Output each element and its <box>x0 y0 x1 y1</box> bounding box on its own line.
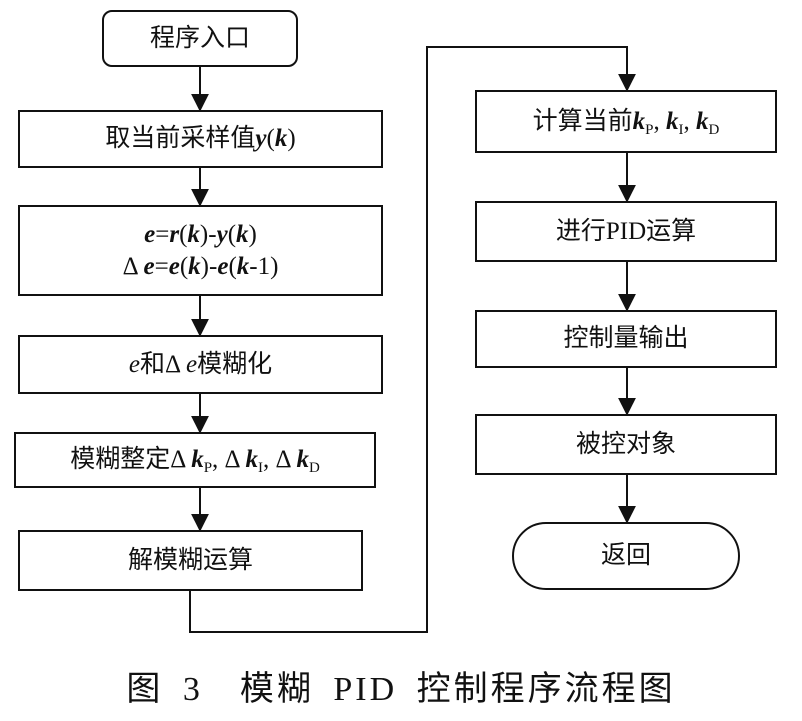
tuning-label: 模糊整定Δ kP, Δ kI, Δ kD <box>70 446 320 477</box>
error-formula-2: Δ e=e(k)-e(k-1) <box>122 252 279 280</box>
compute-label: 计算当前kP, kI, kD <box>532 107 720 138</box>
pid-label: 进行PID运算 <box>555 217 697 245</box>
figure-caption: 图 3 模糊 PID 控制程序流程图 <box>126 670 676 708</box>
fuzzify-label: e和Δ e模糊化 <box>128 350 273 378</box>
sample-node: 取当前采样值y(k) <box>18 110 383 168</box>
pid-node: 进行PID运算 <box>475 201 777 262</box>
defuzzify-node: 解模糊运算 <box>18 530 363 591</box>
return-label: 返回 <box>600 542 651 570</box>
tuning-node: 模糊整定Δ kP, Δ kI, Δ kD <box>14 432 376 488</box>
error-formula-1: e=r(k)-y(k) <box>144 221 257 249</box>
compute-node: 计算当前kP, kI, kD <box>475 90 777 153</box>
start-node: 程序入口 <box>102 10 298 67</box>
output-label: 控制量输出 <box>563 325 689 353</box>
plant-node: 被控对象 <box>475 414 777 475</box>
start-label: 程序入口 <box>149 24 250 52</box>
defuzzify-label: 解模糊运算 <box>127 546 253 574</box>
plant-label: 被控对象 <box>575 430 676 458</box>
sample-label: 取当前采样值y(k) <box>105 125 296 153</box>
fuzzify-node: e和Δ e模糊化 <box>18 335 383 394</box>
return-node: 返回 <box>512 522 740 590</box>
connector-defuzzify-to-compute <box>189 46 636 633</box>
output-node: 控制量输出 <box>475 310 777 368</box>
error-node: e=r(k)-y(k) Δ e=e(k)-e(k-1) <box>18 205 383 296</box>
